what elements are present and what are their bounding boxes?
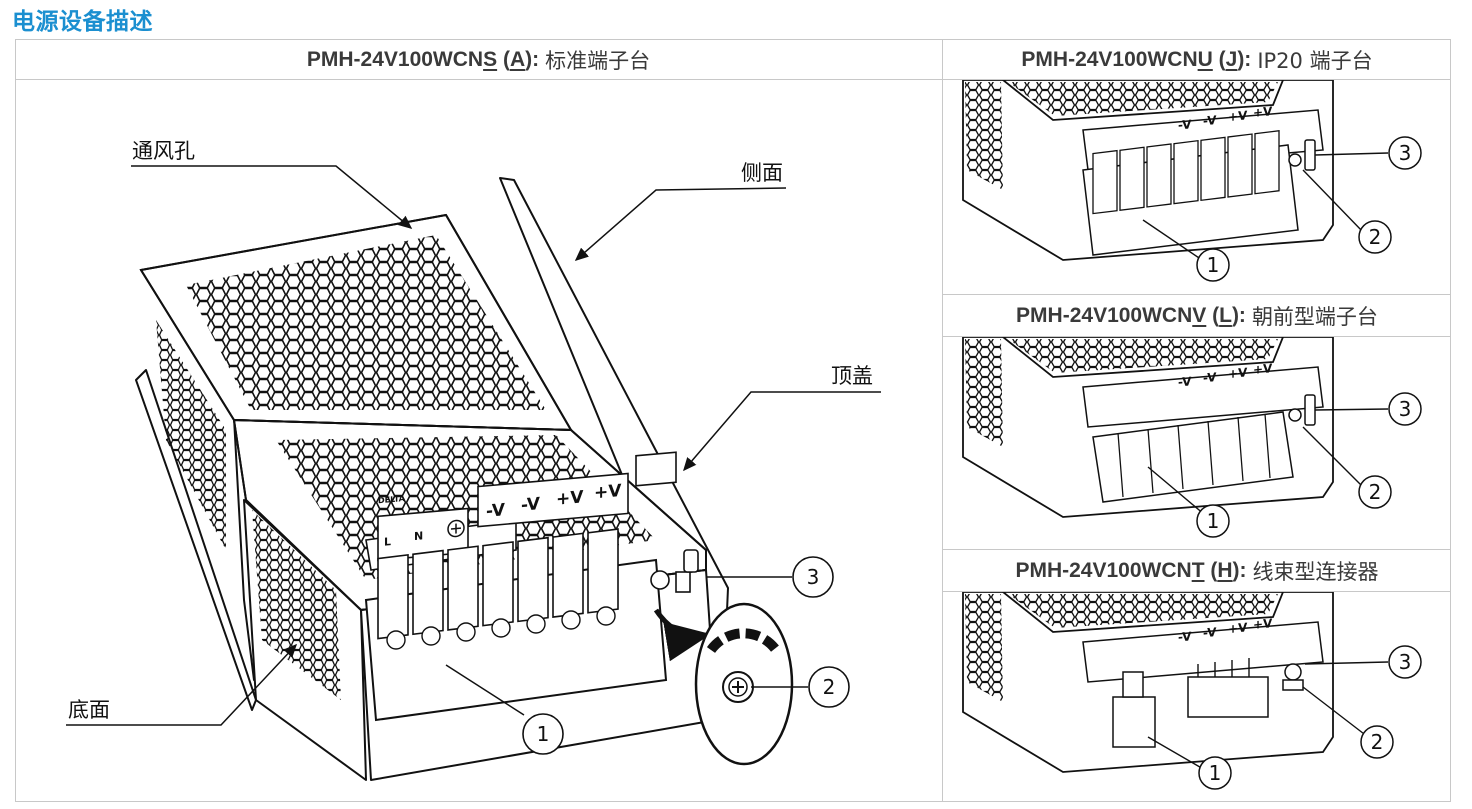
ip20-callout-3: 3	[1399, 141, 1412, 165]
svg-text:+V: +V	[1228, 620, 1248, 636]
callout-2: 2	[823, 675, 836, 699]
svg-text:-V: -V	[521, 494, 541, 516]
callout-1: 1	[537, 722, 550, 746]
header-main: PMH-24V100WCNS (A):标准端子台	[306, 47, 651, 73]
row-divider-2	[942, 549, 1451, 550]
svg-text:N: N	[414, 529, 423, 543]
header-ip20: PMH-24V100WCNU (J):IP20 端子台	[1021, 47, 1373, 73]
front-callout-2: 2	[1369, 480, 1382, 504]
svg-text:-V: -V	[1203, 113, 1217, 128]
svg-text:-V: -V	[1178, 629, 1192, 644]
header-harness: PMH-24V100WCNT (H):线束型连接器	[1015, 558, 1379, 584]
ip20-callout-2: 2	[1369, 225, 1382, 249]
callout-3: 3	[807, 565, 820, 589]
front-illustration: -V -V +V +V 3 2 1	[962, 337, 1422, 538]
svg-text:+V: +V	[1228, 108, 1248, 124]
svg-text:-V: -V	[486, 500, 506, 522]
product-table	[15, 39, 1451, 802]
harness-callout-1: 1	[1209, 761, 1222, 785]
svg-text:-V: -V	[1178, 117, 1192, 132]
label-bottom: 底面	[68, 698, 110, 722]
front-callout-3: 3	[1399, 397, 1412, 421]
svg-text:+V: +V	[1253, 616, 1273, 632]
svg-text:L: L	[384, 535, 391, 549]
label-vent: 通风孔	[132, 139, 195, 163]
label-side: 侧面	[741, 161, 783, 185]
header-rule	[15, 79, 1451, 80]
svg-text:-V: -V	[1178, 374, 1192, 389]
svg-text:+V: +V	[1253, 104, 1273, 120]
column-divider	[942, 39, 943, 802]
svg-text:+V: +V	[1253, 361, 1273, 377]
main-illustration: L N -V -V +V +V DELTA	[66, 139, 881, 781]
svg-text:+V: +V	[594, 481, 622, 503]
svg-text:+V: +V	[1228, 365, 1248, 381]
svg-text:-V: -V	[1203, 370, 1217, 385]
svg-text:+V: +V	[556, 487, 584, 509]
header-front: PMH-24V100WCNV (L):朝前型端子台	[1016, 303, 1378, 329]
front-callout-1: 1	[1207, 509, 1220, 533]
row-divider-1	[942, 294, 1451, 295]
ip20-callout-1: 1	[1207, 253, 1220, 277]
harness-callout-3: 3	[1399, 650, 1412, 674]
label-top-cover: 顶盖	[831, 364, 873, 388]
harness-illustration: -V -V +V +V 3 2 1	[962, 592, 1422, 790]
svg-text:DELTA: DELTA	[378, 494, 406, 505]
page-title: 电源设备描述	[12, 9, 153, 35]
ip20-illustration: -V -V +V +V 3 2 1	[962, 80, 1422, 282]
svg-text:-V: -V	[1203, 625, 1217, 640]
harness-callout-2: 2	[1371, 730, 1384, 754]
